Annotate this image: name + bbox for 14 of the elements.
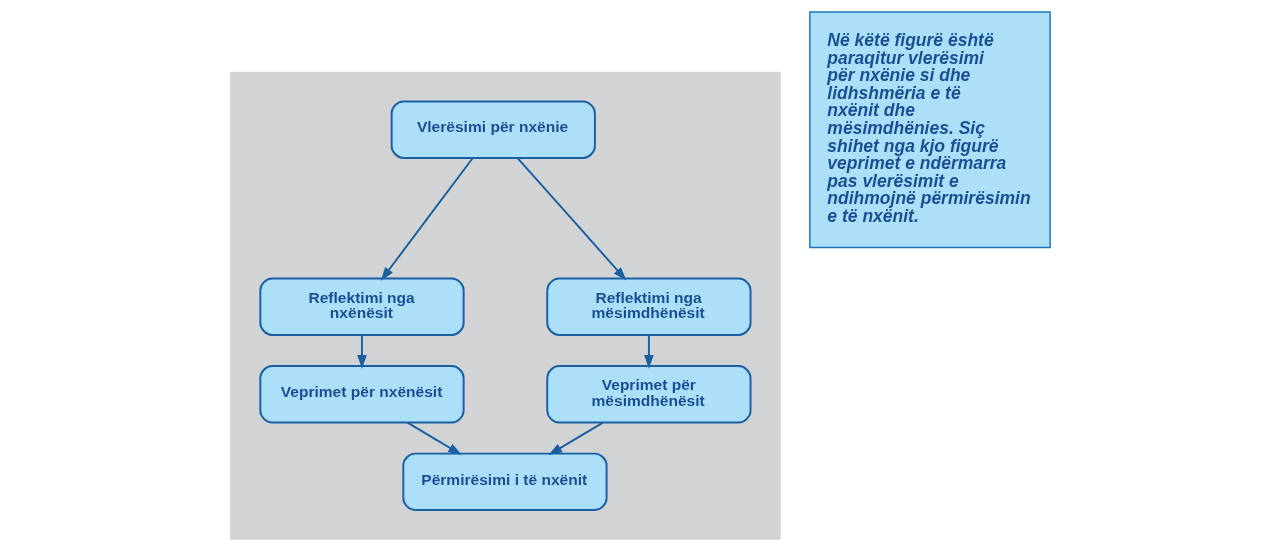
node-box: Vlerësimi për nxënie bbox=[390, 100, 596, 159]
node-box: Në këtë figurë është paraqitur vlerësimi për nxënie si dhe lidhshmëria e të nxënit dhe mësimdhënies. Siç shihet nga kjo figurë veprimet e ndërmarra pas vlerësimit e ndihmojnë përmirësimin e të nxënit. bbox=[809, 11, 1051, 249]
arrow bbox=[516, 157, 627, 281]
node-box: Veprimet për mësimdhënësit bbox=[546, 365, 752, 424]
arrow bbox=[380, 157, 474, 281]
arrow bbox=[548, 421, 604, 455]
node-box: Reflektimi nga mësimdhënësit bbox=[546, 277, 752, 336]
arrow bbox=[644, 334, 654, 369]
node-box: Reflektimi nga nxënësit bbox=[259, 277, 465, 336]
node-box: Përmirësimi i të nxënit bbox=[402, 452, 608, 511]
arrow bbox=[406, 421, 462, 455]
cluster bbox=[230, 71, 781, 540]
arrow bbox=[357, 334, 367, 369]
node-box: Veprimet për nxënësit bbox=[259, 365, 465, 424]
